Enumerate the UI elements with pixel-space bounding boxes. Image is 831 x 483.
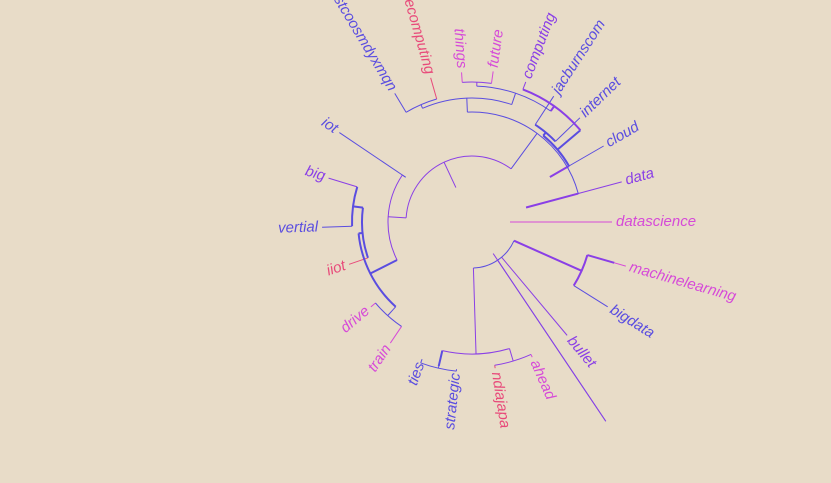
branch-train (389, 326, 402, 344)
leaf-label-ndiajapa: ndiajapa (488, 371, 514, 430)
leaf-label-computing: computing (519, 10, 560, 81)
branch-stem (573, 285, 585, 293)
leaf-label-iiot: iiot (324, 257, 348, 280)
dendrogram-branches (322, 71, 626, 422)
leaf-label-future: future (485, 28, 507, 68)
branch-stem (509, 348, 514, 362)
branch-arc (467, 111, 579, 194)
branch-internet (555, 117, 581, 142)
leaf-label-cloud: cloud (603, 118, 643, 151)
branch-arc (542, 134, 570, 167)
branch-bigdata (583, 291, 608, 308)
branch-stem (492, 253, 607, 422)
branch-ties (420, 359, 423, 364)
leaf-label-strategic: strategic (441, 372, 464, 431)
leaf-label-ties: ties (404, 359, 428, 387)
branch-stem (513, 239, 583, 272)
branch-future (490, 71, 494, 84)
branch-stem (525, 192, 579, 209)
branch-arc (405, 155, 512, 218)
branch-httpstcoosmdyxmqn (394, 93, 407, 113)
leaf-label-iot: iot (318, 114, 341, 137)
branch-stem (387, 309, 394, 316)
branch-ahead (530, 354, 533, 358)
leaf-label-data: data (623, 165, 656, 189)
leaf-label-drive: drive (337, 303, 373, 337)
branch-arc (522, 88, 582, 131)
leaf-label-ahead: ahead (527, 357, 560, 403)
branch-computing (522, 81, 527, 90)
leaf-label-vertial: vertial (278, 218, 319, 236)
branch-stem (549, 165, 570, 178)
branch-stem (511, 93, 517, 105)
branch-stem (549, 105, 556, 112)
leaf-label-train: train (364, 341, 394, 375)
branch-big (328, 177, 358, 188)
branch-edgecomputing (430, 77, 438, 100)
leaf-label-big: big (303, 162, 328, 184)
branch-stem (466, 98, 468, 113)
leaf-label-things: things (451, 28, 471, 70)
branch-stem (472, 267, 477, 354)
branch-stem (420, 104, 424, 109)
leaf-label-machinelearning: machinelearning (627, 259, 738, 306)
branch-stem (392, 306, 397, 311)
leaf-label-bigdata: bigdata (607, 301, 658, 341)
branch-arc (387, 174, 403, 261)
dendrogram-labels: datasciencemachinelearningbigdatabulleta… (278, 0, 739, 430)
branch-stem (352, 205, 364, 209)
branch-iot (339, 132, 406, 178)
branch-vertial (322, 225, 353, 228)
branch-stem (369, 259, 398, 275)
branch-stem (542, 131, 547, 137)
branch-stem (443, 162, 457, 188)
branch-drive (370, 302, 376, 308)
branch-stem (556, 129, 582, 151)
branch-arc (361, 207, 369, 259)
leaf-label-internet: internet (577, 73, 625, 121)
leaf-label-edgecomputing: edgecomputing (394, 0, 439, 77)
branch-arc (375, 302, 402, 327)
branch-stem (510, 133, 538, 170)
branch-stem (437, 350, 444, 367)
branch-stem (388, 216, 407, 219)
branch-arc (442, 348, 510, 355)
branch-things (461, 72, 463, 83)
branch-stem (587, 254, 615, 264)
branch-stem (402, 174, 406, 178)
leaf-label-httpstcoosmdyxmqn: httpstcoosmdyxmqn (317, 0, 400, 94)
branch-jacburnscom (534, 95, 555, 125)
branch-arc (494, 354, 532, 366)
leaf-label-datascience: datascience (616, 213, 696, 230)
branch-bullet (501, 256, 568, 336)
branch-machinelearning (614, 262, 626, 267)
